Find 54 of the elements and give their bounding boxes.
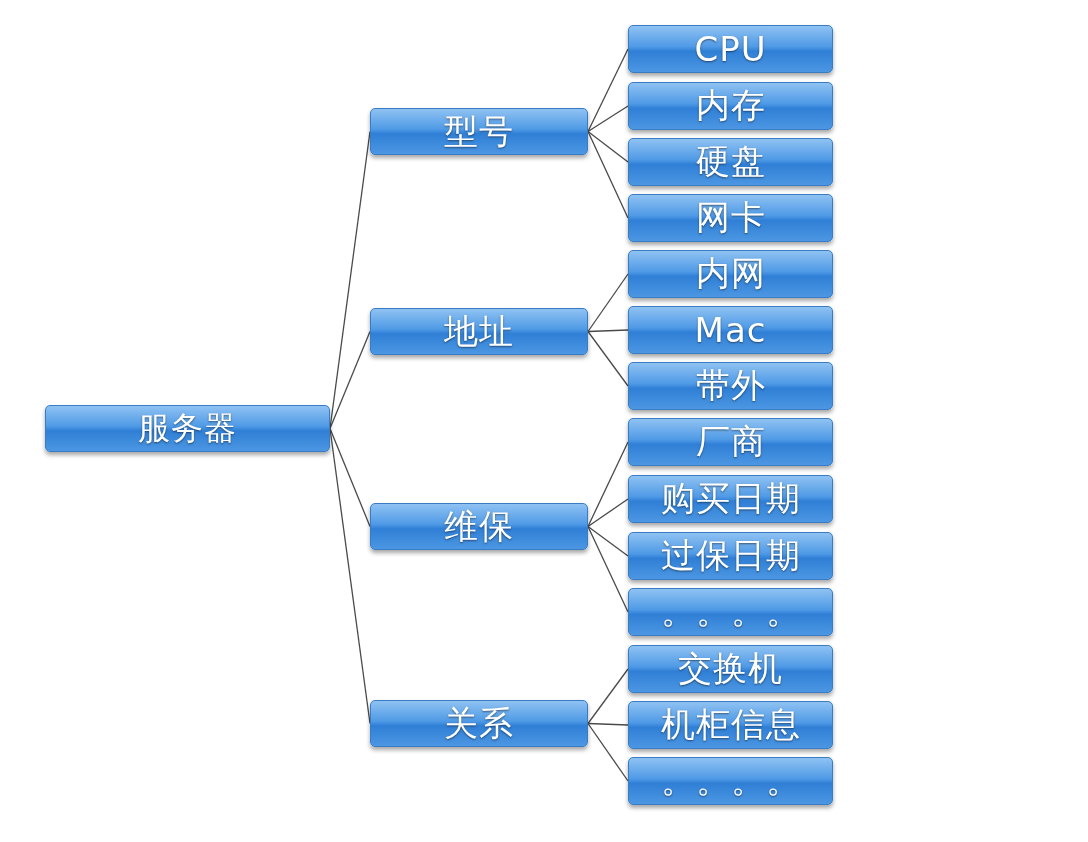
node-label: 。。。。 bbox=[660, 590, 801, 633]
category-box bbox=[628, 138, 833, 186]
category-box bbox=[628, 194, 833, 242]
category-box bbox=[628, 418, 833, 466]
node-label: 型号 bbox=[444, 109, 514, 153]
node-label: 购买日期 bbox=[660, 477, 801, 520]
node-label: 交换机 bbox=[678, 647, 783, 690]
connector-line bbox=[587, 441, 629, 528]
connector-line bbox=[587, 498, 629, 528]
node-label: 关系 bbox=[444, 701, 514, 745]
category-box bbox=[628, 757, 833, 805]
connector-line bbox=[587, 330, 629, 387]
connector-line bbox=[587, 105, 629, 133]
connector-line bbox=[587, 722, 629, 726]
category-box bbox=[370, 108, 588, 155]
connector-line bbox=[587, 273, 629, 333]
node-label: 带外 bbox=[695, 364, 766, 407]
category-box bbox=[628, 25, 833, 73]
category-box bbox=[628, 362, 833, 410]
category-box bbox=[370, 308, 588, 355]
category-box bbox=[628, 306, 833, 354]
connector-line bbox=[587, 130, 629, 163]
node-label: 内网 bbox=[695, 252, 766, 295]
node-label: 服务器 bbox=[138, 407, 237, 449]
connector-line bbox=[587, 722, 629, 782]
category-box bbox=[628, 532, 833, 580]
connector-line bbox=[587, 668, 629, 725]
category-box bbox=[628, 475, 833, 523]
category-box bbox=[370, 503, 588, 550]
category-box bbox=[628, 645, 833, 693]
node-label: 维保 bbox=[444, 504, 514, 548]
category-box bbox=[628, 82, 833, 130]
node-label: 地址 bbox=[444, 309, 514, 353]
category-box bbox=[45, 405, 330, 452]
category-box bbox=[628, 250, 833, 298]
category-box bbox=[628, 701, 833, 749]
category-box bbox=[370, 700, 588, 747]
node-label: 网卡 bbox=[695, 196, 766, 239]
connector-line bbox=[587, 525, 629, 557]
connector-line bbox=[329, 427, 371, 528]
node-label: Mac bbox=[694, 310, 767, 350]
category-box bbox=[628, 588, 833, 636]
node-label: 机柜信息 bbox=[660, 703, 801, 746]
node-label: 。。。。 bbox=[660, 759, 801, 802]
connector-line bbox=[587, 48, 629, 133]
connector-line bbox=[587, 329, 629, 333]
node-label: 内存 bbox=[695, 84, 766, 127]
node-label: 厂商 bbox=[695, 420, 766, 463]
connector-line bbox=[587, 130, 629, 219]
node-label: CPU bbox=[694, 29, 767, 69]
node-label: 过保日期 bbox=[660, 534, 801, 577]
connector-line bbox=[329, 330, 371, 430]
connector-line bbox=[587, 525, 629, 613]
node-label: 硬盘 bbox=[695, 140, 766, 183]
